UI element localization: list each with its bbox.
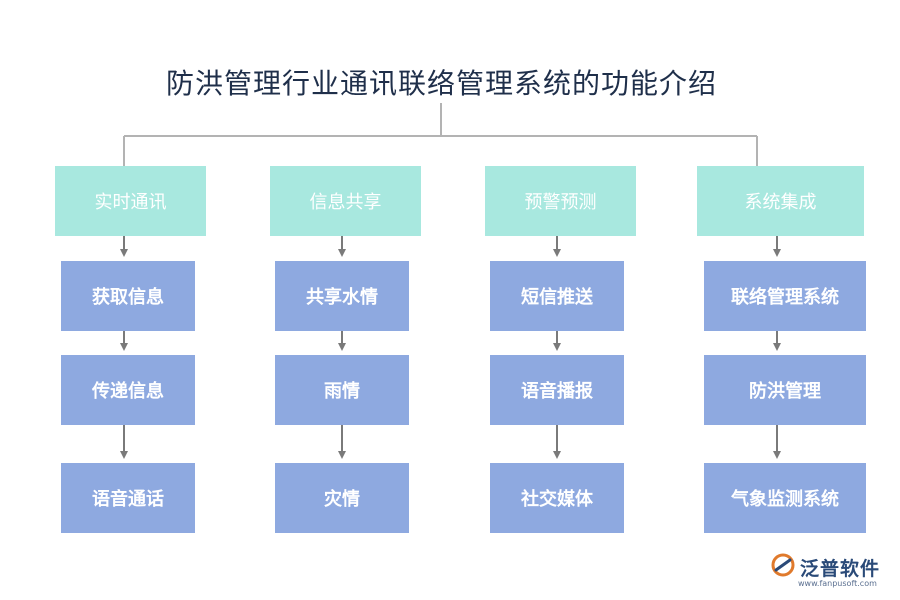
- column-3-item-3: 社交媒体: [490, 463, 624, 533]
- brand-logo-icon: [771, 553, 795, 577]
- column-2-item-3: 灾情: [275, 463, 409, 533]
- column-head-4: 系统集成: [697, 166, 864, 236]
- column-1-item-2: 传递信息: [61, 355, 195, 425]
- column-3-item-2: 语音播报: [490, 355, 624, 425]
- brand-name: 泛普软件: [800, 558, 881, 580]
- column-head-2: 信息共享: [270, 166, 421, 236]
- brand-url: www.fanpusoft.com: [798, 579, 877, 588]
- column-head-1: 实时通讯: [55, 166, 206, 236]
- column-4-item-1: 联络管理系统: [704, 261, 866, 331]
- column-2-item-2: 雨情: [275, 355, 409, 425]
- column-2-item-1: 共享水情: [275, 261, 409, 331]
- brand-watermark: 泛普软件 www.fanpusoft.com: [770, 552, 895, 596]
- column-3-item-1: 短信推送: [490, 261, 624, 331]
- column-head-3: 预警预测: [485, 166, 636, 236]
- column-1-item-3: 语音通话: [61, 463, 195, 533]
- column-4-item-2: 防洪管理: [704, 355, 866, 425]
- column-4-item-3: 气象监测系统: [704, 463, 866, 533]
- column-1-item-1: 获取信息: [61, 261, 195, 331]
- diagram-title: 防洪管理行业通讯联络管理系统的功能介绍: [165, 67, 717, 100]
